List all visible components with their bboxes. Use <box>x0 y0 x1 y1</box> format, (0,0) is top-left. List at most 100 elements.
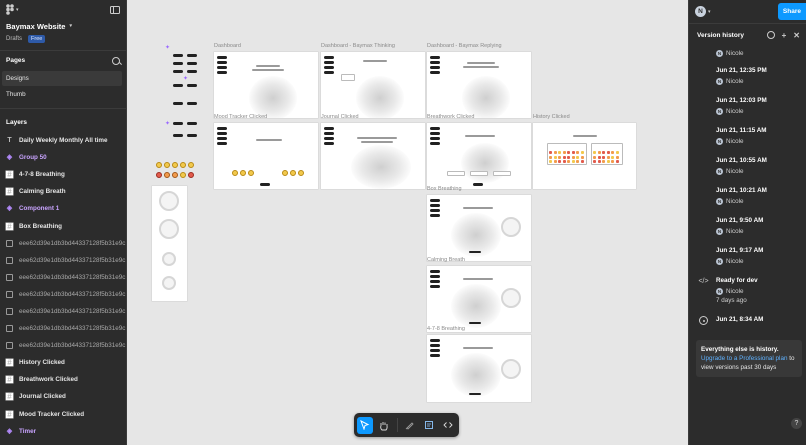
frame-dashboard-thinking[interactable] <box>321 52 425 118</box>
close-icon[interactable]: ✕ <box>793 30 800 40</box>
frame-breathwork[interactable] <box>427 123 531 189</box>
dev-mode-tool-button[interactable] <box>440 417 456 434</box>
frame-calming-breath[interactable] <box>427 266 531 332</box>
frame-box-breathing[interactable] <box>427 195 531 261</box>
main-menu-button[interactable]: ▾ <box>6 4 19 15</box>
help-button[interactable]: ? <box>791 418 802 429</box>
frame-label[interactable]: Dashboard - Baymax Thinking <box>321 43 395 49</box>
nav-pill <box>173 70 183 73</box>
frame-label[interactable]: Dashboard - Baymax Replying <box>427 43 502 49</box>
version-entry[interactable]: Jun 21, 8:34 AM <box>689 315 806 325</box>
page-item-designs[interactable]: Designs <box>2 71 122 86</box>
component-icon <box>6 154 13 161</box>
layer-item[interactable]: Group 50 <box>0 149 126 166</box>
file-title-button[interactable]: Baymax Website ▾ <box>0 19 126 33</box>
component-sheet[interactable] <box>163 42 205 182</box>
cursor-icon <box>359 420 370 430</box>
emoji-set[interactable] <box>156 160 206 184</box>
baymax-glow <box>351 145 411 189</box>
avatar: N <box>716 167 723 175</box>
frame-label[interactable]: Breathwork Clicked <box>427 114 475 120</box>
upgrade-link[interactable]: Upgrade to a Professional plan <box>701 355 788 362</box>
layer-item[interactable]: History Clicked <box>0 354 126 371</box>
layer-item[interactable]: eee62d39e1db3bd44337128f5b31e9c <box>0 303 126 320</box>
emoji-icon <box>290 170 296 176</box>
frame-history[interactable] <box>533 123 636 189</box>
nav-pill <box>173 122 183 125</box>
move-tool-button[interactable] <box>357 416 373 434</box>
frame-icon <box>6 393 13 401</box>
design-canvas[interactable]: ✦ ✦ ✦ Dashboard Dashboard - Baymax Think… <box>127 0 688 445</box>
frame-label[interactable]: Journal Clicked <box>321 114 359 120</box>
layer-item[interactable]: eee62d39e1db3bd44337128f5b31e9c <box>0 269 126 286</box>
heatmap-cell <box>562 151 566 154</box>
page-item-thumb[interactable]: Thumb <box>0 87 122 102</box>
layer-label: Calming Breath <box>19 188 66 196</box>
layer-item[interactable]: Breathwork Clicked <box>0 371 126 388</box>
heatmap-cell <box>549 151 552 154</box>
nav-pill <box>173 134 183 137</box>
frame-label[interactable]: 4-7-8 Breathing <box>427 326 465 332</box>
nav-pill <box>187 70 197 73</box>
frame-label[interactable]: History Clicked <box>533 114 570 120</box>
emoji-icon <box>188 172 194 178</box>
nav-pill <box>187 54 197 57</box>
layer-item[interactable]: eee62d39e1db3bd44337128f5b31e9c <box>0 320 126 337</box>
frame-dashboard-replying[interactable] <box>427 52 531 118</box>
drafts-link[interactable]: Drafts <box>6 35 23 42</box>
frame-icon <box>6 359 13 367</box>
layer-item[interactable]: Calming Breath <box>0 183 126 200</box>
frame-label[interactable]: Dashboard <box>214 43 241 49</box>
nav-pill <box>324 56 334 59</box>
layer-item[interactable]: Daily Weekly Monthly All time <box>0 132 126 149</box>
emoji-icon <box>240 170 246 176</box>
hand-tool-button[interactable] <box>376 417 392 434</box>
share-button[interactable]: Share <box>777 3 806 20</box>
nav-pill <box>430 354 440 357</box>
heatmap-cell <box>567 151 570 154</box>
filter-icon[interactable] <box>766 31 775 39</box>
search-icon[interactable] <box>112 56 120 65</box>
avatar: N <box>716 49 723 57</box>
layer-item[interactable]: Box Breathing <box>0 217 126 234</box>
layer-label: Journal Clicked <box>19 393 66 401</box>
layer-item[interactable]: eee62d39e1db3bd44337128f5b31e9c <box>0 235 126 252</box>
avatar: N <box>716 197 723 205</box>
layer-item[interactable]: Journal Clicked <box>0 388 126 405</box>
layer-item[interactable]: Timer <box>0 423 126 440</box>
layer-item[interactable]: eee62d39e1db3bd44337128f5b31e9c <box>0 286 126 303</box>
frame-label[interactable]: Calming Breath <box>427 257 465 263</box>
figma-logo-icon <box>6 4 14 15</box>
frame-mood-tracker[interactable] <box>214 123 318 189</box>
sidebar-toggle-icon[interactable] <box>110 5 120 14</box>
emoji-icon <box>156 162 162 168</box>
layer-item[interactable]: Mood Tracker Clicked <box>0 406 126 423</box>
chevron-down-icon[interactable]: ▾ <box>708 8 711 15</box>
layer-item[interactable]: eee62d39e1db3bd44337128f5b31e9c <box>0 252 126 269</box>
timer-components[interactable] <box>152 186 187 301</box>
plus-icon[interactable]: + <box>781 30 787 40</box>
file-location: Drafts Free <box>0 33 126 44</box>
frame-dashboard[interactable] <box>214 52 318 118</box>
layer-item[interactable]: 4-7-8 Breathing <box>0 166 126 183</box>
frame-label[interactable]: Mood Tracker Clicked <box>214 114 268 120</box>
avatar[interactable]: N <box>695 6 706 17</box>
layer-item[interactable]: Component 1 <box>0 200 126 217</box>
frame-journal[interactable] <box>321 123 425 189</box>
nav-pill <box>187 62 197 65</box>
draw-tool-button[interactable] <box>403 417 419 434</box>
layer-item[interactable]: eee62d39e1db3bd44337128f5b31e9c <box>0 337 126 354</box>
annotate-tool-button[interactable] <box>421 417 437 434</box>
frame-478-breathing[interactable] <box>427 335 531 402</box>
heatmap-cell <box>571 155 575 159</box>
frame-label[interactable]: Box Breathing <box>427 186 462 192</box>
